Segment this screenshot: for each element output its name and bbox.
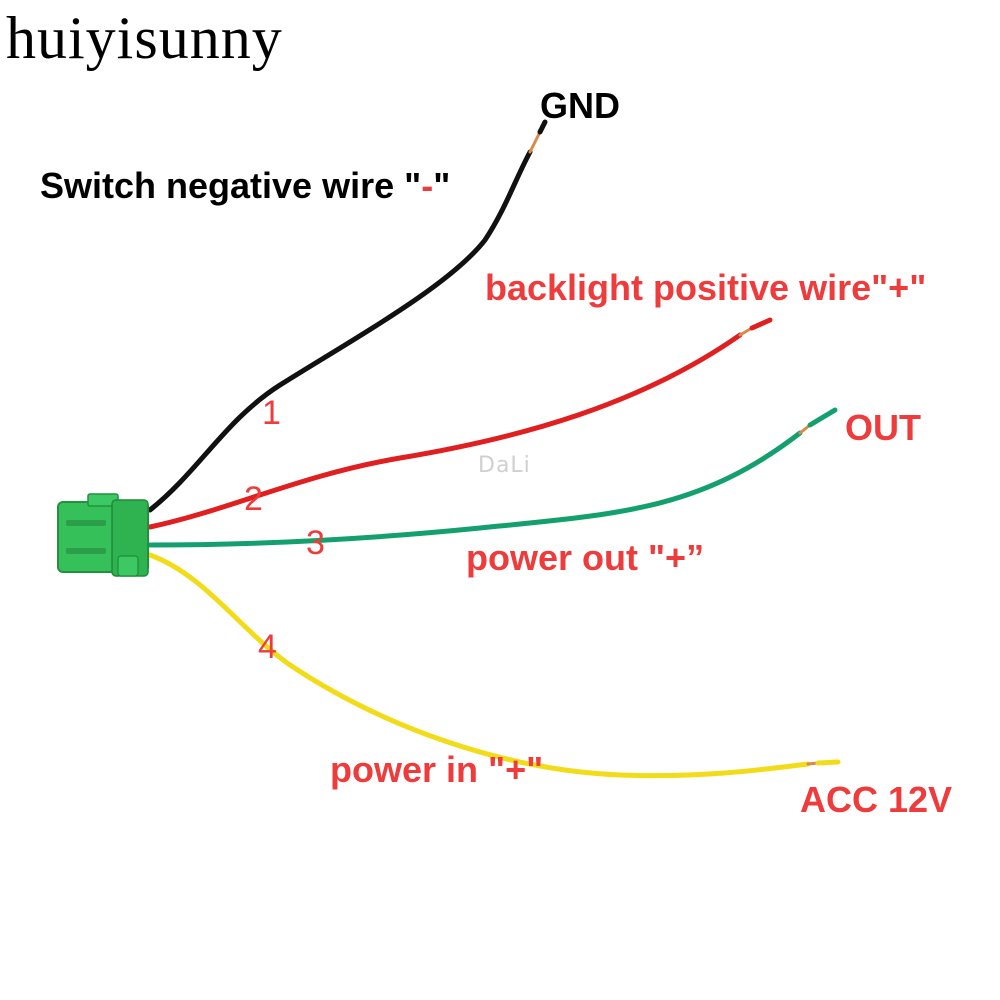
power-out-label: power out "+” [466, 537, 705, 578]
gnd-label: GND [540, 85, 620, 126]
wire-number-2: 2 [244, 480, 263, 518]
switch-negative-text: Switch negative wire " [40, 165, 422, 206]
power-in-label: power in "+" [330, 749, 544, 790]
black-wire-tip [537, 119, 548, 135]
switch-negative-close: " [433, 165, 451, 206]
wire-number-3: 3 [306, 524, 325, 562]
wire-number-1: 1 [262, 394, 281, 432]
green-wire [147, 430, 803, 548]
yellow-wire-tip [815, 759, 841, 766]
dali-watermark: DaLi [478, 453, 531, 478]
red-wire-tip [749, 317, 773, 331]
connector-slot-bottom [66, 548, 106, 554]
switch-negative-sign: - [421, 165, 434, 206]
switch-negative-label: Switch negative wire "-" [40, 168, 450, 204]
out-label: OUT [845, 407, 921, 448]
connector-tab [117, 555, 139, 577]
red-wire [147, 332, 743, 530]
connector [57, 493, 149, 577]
backlight-positive-label: backlight positive wire"+" [485, 267, 927, 308]
acc-label: ACC 12V [800, 779, 953, 820]
black-wire-bare-end [528, 130, 542, 154]
black-wire [147, 149, 533, 513]
brand-watermark: huiyisunny [6, 5, 283, 71]
connector-slot-top [66, 520, 106, 526]
wire-number-4: 4 [258, 628, 277, 666]
yellow-wire [147, 552, 811, 779]
green-wire-tip [807, 407, 838, 428]
